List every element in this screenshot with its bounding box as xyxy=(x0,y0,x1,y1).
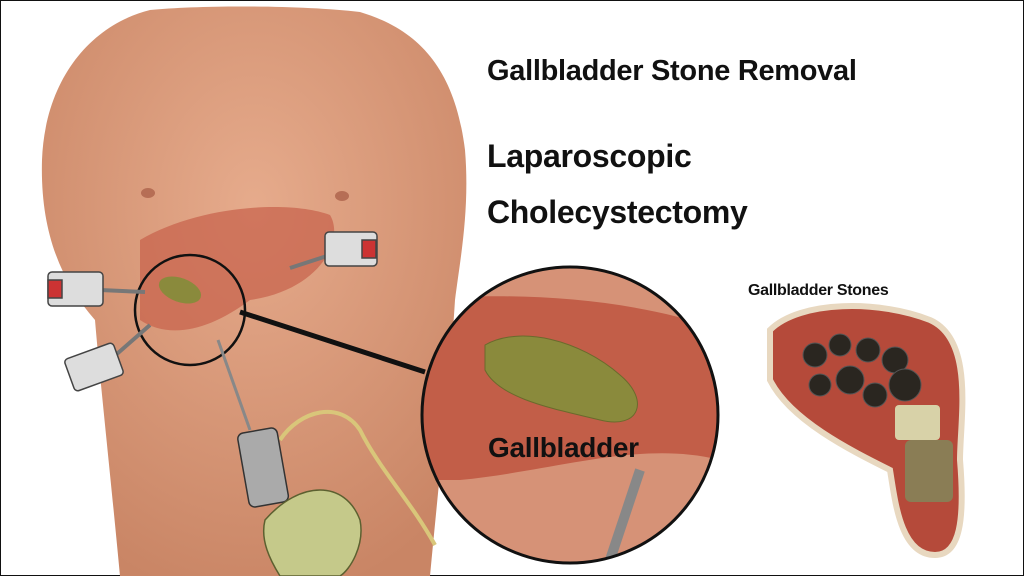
subtitle-line-2: Cholecystectomy xyxy=(487,194,748,230)
gallbladder-large xyxy=(484,335,638,423)
trocar-left xyxy=(47,271,146,307)
stones xyxy=(802,333,922,408)
trocar-right xyxy=(289,231,378,270)
nipple-left xyxy=(141,188,155,198)
gallbladder-label: Gallbladder xyxy=(488,432,639,463)
zoom-circle-small xyxy=(133,253,247,367)
camera-cable xyxy=(278,410,437,546)
zoom-circle-large xyxy=(420,265,720,565)
gloved-hand xyxy=(263,489,362,576)
page-title: Gallbladder Stone Removal xyxy=(487,55,857,87)
instrument-needle xyxy=(216,339,252,431)
laparoscope-camera xyxy=(237,427,290,508)
stones-label: Gallbladder Stones xyxy=(748,282,889,299)
nipple-right xyxy=(335,191,349,201)
large-stone xyxy=(905,440,953,502)
trocar-lower xyxy=(64,323,152,392)
gallbladder-small xyxy=(158,276,202,304)
magnified-view xyxy=(422,267,718,563)
subtitle-line-1: Laparoscopic xyxy=(487,138,692,174)
connector-line xyxy=(239,309,426,375)
